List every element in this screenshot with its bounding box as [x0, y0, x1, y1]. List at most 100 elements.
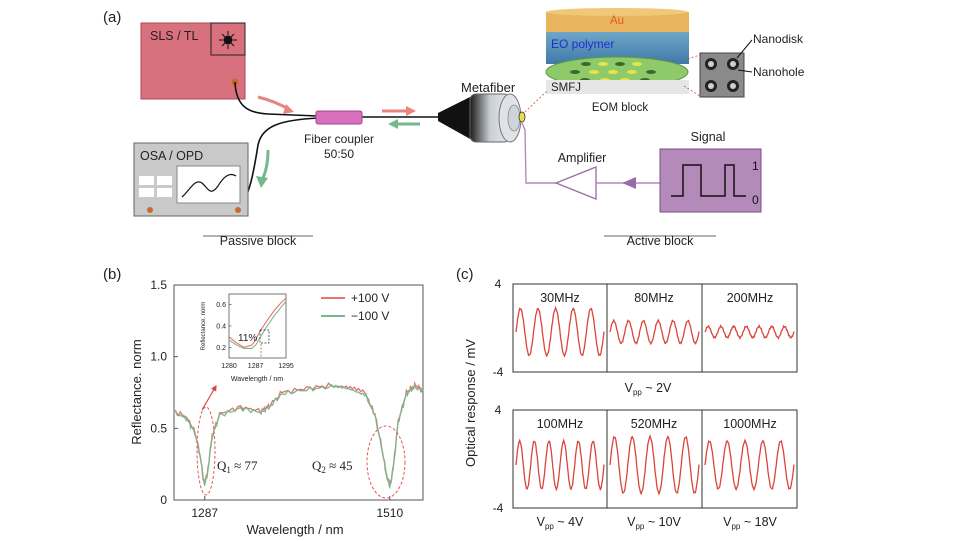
eom-block: Au EO polymer SMFJ: [545, 8, 689, 94]
light-burst-icon: [219, 31, 237, 49]
c-top-ytick-min: -4: [493, 365, 504, 379]
chart-c-y-axis-label: Optical response / mV: [463, 339, 478, 467]
coupler-label: Fiber coupler: [304, 132, 374, 146]
metafiber-connector: [438, 93, 526, 143]
trace-30mhz: [515, 305, 605, 358]
trace-1000mhz: [704, 438, 795, 492]
inset-series-line: [228, 301, 287, 349]
smfj-label: SMFJ: [551, 82, 581, 94]
light-source-label: SLS / TL: [150, 29, 198, 43]
trace-100mhz: [515, 438, 605, 492]
chart-b-x-tick-label: 1510: [376, 506, 403, 520]
panel-b-label: (b): [103, 266, 121, 283]
amplifier-wire: [521, 122, 556, 184]
inset-x-tick-label: 1287: [248, 363, 264, 370]
return-arrow-2: [260, 149, 270, 181]
inset-y-tick-label: 0.2: [216, 345, 226, 352]
nanodisk-label: Nanodisk: [753, 32, 804, 46]
q1-annotation: Q1 ≈ 77: [217, 458, 258, 475]
inset-x-axis-label: Wavelength / nm: [231, 376, 283, 383]
vpp-label-100mhz: Vpp ~ 4V: [537, 515, 584, 531]
chart-b-frame: [173, 284, 424, 501]
amplifier-label: Amplifier: [558, 151, 607, 165]
source-fiber: [234, 81, 319, 117]
trace-520mhz: [609, 434, 700, 496]
inset-x-ticks: 1280 1287 1295: [221, 363, 294, 370]
inset-pointer-arrow: [201, 384, 217, 411]
analyzer-trace: [181, 173, 237, 198]
return-arrow-2-head: [256, 176, 268, 188]
signal-low-label: 0: [752, 193, 759, 207]
inset-y-ticks: 0.2 0.4 0.6: [216, 302, 232, 352]
inset-y-tick-label: 0.6: [216, 302, 226, 309]
freq-label-100mhz: 100MHz: [537, 417, 584, 431]
freq-label-200mhz: 200MHz: [727, 291, 774, 305]
inset-x-tick-label: 1295: [278, 363, 294, 370]
vpp-label-top: Vpp ~ 2V: [625, 381, 672, 397]
analyzer-instrument: OSA / OPD: [133, 142, 249, 217]
au-label: Au: [610, 15, 624, 27]
forward-arrow-1-head: [283, 104, 294, 114]
signal-direction-arrow: [622, 177, 636, 189]
inset-detail-box: [259, 329, 270, 344]
c-bottom-ytick-max: 4: [495, 403, 502, 417]
analyzer-screen: [176, 165, 241, 204]
signal-label: Signal: [691, 130, 726, 144]
chart-b-y-tick-label: 1.0: [150, 350, 167, 364]
chart-b-y-axis-label: Reflectance. norm: [129, 339, 144, 445]
inset-y-tick-label: 0.4: [216, 324, 226, 331]
chart-b-series-line: [173, 383, 424, 490]
chart-b-series: [173, 380, 424, 490]
eo-polymer-label: EO polymer: [551, 37, 614, 51]
inset-x-tick-label: 1280: [221, 363, 237, 370]
metafiber-label: Metafiber: [461, 80, 516, 95]
amplifier-icon: [554, 166, 597, 200]
legend-minus-label: −100 V: [351, 309, 389, 323]
analyzer-button: [157, 188, 172, 197]
trace-200mhz: [704, 323, 795, 340]
inset-frame: [228, 293, 287, 359]
return-arrow-1-head: [388, 119, 398, 129]
analyzer-port-icon: [147, 207, 153, 213]
nanohole-pointer: [737, 69, 753, 73]
panel-c: (c) Optical response / mV 4 -4 4 -4 30MH…: [456, 266, 798, 531]
trace-80mhz: [609, 318, 700, 346]
signal-generator-box: [659, 148, 762, 213]
square-wave-icon: [671, 164, 746, 197]
chart-b-x-axis-label: Wavelength / nm: [246, 522, 343, 537]
analyzer-port-icon: [235, 207, 241, 213]
freq-label-80mhz: 80MHz: [634, 291, 674, 305]
inset-series-line: [228, 297, 287, 348]
nanodisk-pointer: [736, 39, 753, 59]
freq-label-30mhz: 30MHz: [540, 291, 580, 305]
eom-block-label: EOM block: [592, 102, 648, 114]
nanostructure-inset: [699, 52, 745, 98]
analyzer-button: [139, 188, 154, 197]
zoom-guide: [683, 54, 701, 61]
c-bottom-ytick-min: -4: [493, 501, 504, 515]
panel-a: (a) SLS / TL Fiber coupler 50:50: [103, 8, 805, 248]
zoom-guide: [524, 89, 549, 113]
nanohole-label: Nanohole: [753, 65, 805, 79]
chart-b-x-ticks: 1287 1510: [191, 496, 403, 520]
analyzer-label: OSA / OPD: [140, 149, 203, 163]
fiber-coupler: [315, 110, 363, 125]
panel-a-label: (a): [103, 9, 121, 26]
coupler-ratio-label: 50:50: [324, 147, 354, 161]
freq-label-1000mhz: 1000MHz: [723, 417, 777, 431]
freq-label-520mhz: 520MHz: [631, 417, 678, 431]
inset-annotation: 11%: [238, 333, 257, 344]
chart-b-legend: +100 V −100 V: [321, 291, 389, 323]
panel-c-label: (c): [456, 266, 474, 283]
chart-b-y-tick-label: 1.5: [150, 278, 167, 292]
vpp-label-1000mhz: Vpp ~ 18V: [723, 515, 777, 531]
analyzer-button: [139, 176, 154, 185]
signal-high-label: 1: [752, 159, 759, 173]
inset-y-axis-label: Reflectance. norm: [201, 302, 207, 351]
passive-block-label: Passive block: [220, 234, 297, 248]
chart-c-traces: [515, 305, 795, 496]
q2-highlight-ellipse: [366, 425, 406, 499]
chart-b-x-tick-label: 1287: [191, 506, 218, 520]
chart-b-y-tick-label: 0: [160, 493, 167, 507]
